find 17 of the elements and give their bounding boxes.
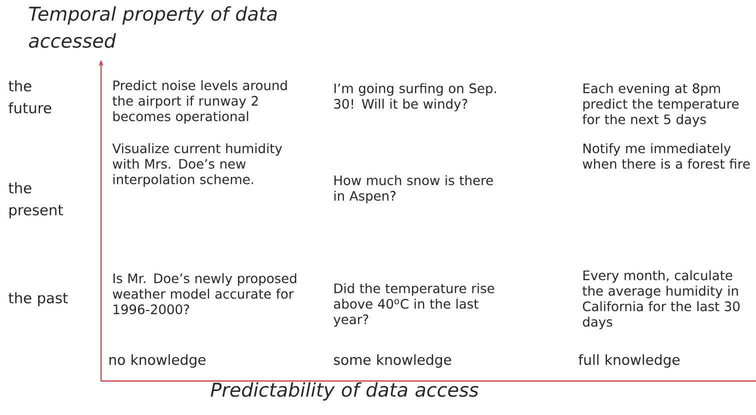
example-text: I’m going surfing on Sep. 30! Will it be windy?	[334, 83, 496, 112]
column-label: some knowledge	[334, 354, 452, 368]
column-label: full knowledge	[578, 354, 680, 368]
example-text: Visualize current humidity with Mrs. Doe’s new interpolation scheme.	[112, 143, 282, 187]
example-text: Is Mr. Doe’s newly proposed weather model accurate for 1996-2000?	[112, 273, 296, 314]
example-text: Notify me immediately when there is a forest fire	[582, 143, 750, 169]
axis-title: Predictability of data access	[210, 382, 478, 401]
row-label: the present	[8, 182, 63, 218]
example-text: Did the temperature rise above 40$^{o}$C in the last year?	[334, 283, 494, 327]
row-label: the past	[8, 292, 68, 306]
example-text: Predict noise levels around the airport if runway 2 becomes operational	[112, 80, 287, 124]
axis-title: Temporal property of data accessed	[29, 6, 277, 48]
example-text: Every month, calculate the average humidity in California for the last 30 days	[582, 270, 740, 330]
row-label: the future	[8, 80, 52, 114]
column-label: no knowledge	[109, 354, 206, 368]
example-text: How much snow is there in Aspen?	[334, 175, 493, 204]
example-text: Each evening at 8pm predict the temperature for the next 5 days	[582, 83, 739, 127]
